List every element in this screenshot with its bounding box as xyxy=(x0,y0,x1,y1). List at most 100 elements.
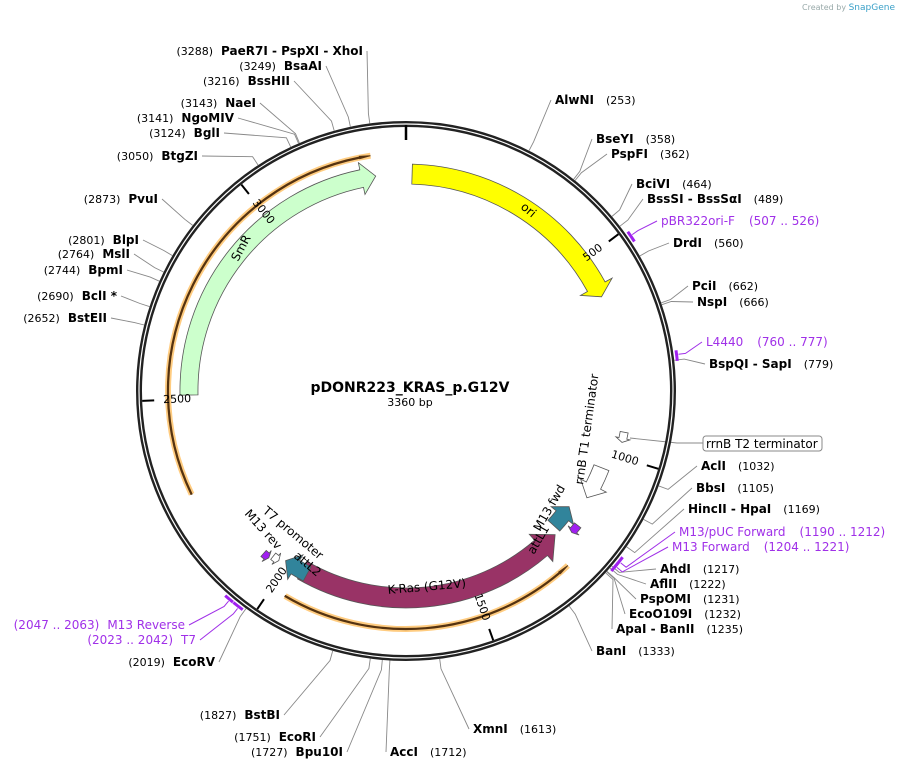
primer-l4440[interactable]: L4440(760 .. 777) xyxy=(674,335,828,362)
site-name: AlwNI xyxy=(555,93,594,107)
site-label[interactable]: NspI(666) xyxy=(697,295,769,309)
site-label[interactable]: (3216)BssHII xyxy=(203,74,290,88)
site-label[interactable]: BspQI - SapI(779) xyxy=(709,357,833,371)
restriction-site[interactable]: (2652)BstEII xyxy=(23,311,145,326)
restriction-site[interactable]: (3288)PaeR7I - PspXI - XhoI xyxy=(176,44,371,124)
site-label[interactable]: (2019)EcoRV xyxy=(128,655,215,669)
feature-m13-rev[interactable] xyxy=(260,549,272,562)
orf-arrow[interactable] xyxy=(284,565,569,631)
site-label[interactable]: BseYI(358) xyxy=(596,132,675,146)
restriction-site[interactable]: AclI(1032) xyxy=(658,459,775,490)
primer-label[interactable]: L4440(760 .. 777) xyxy=(706,335,828,349)
restriction-site[interactable]: NspI(666) xyxy=(661,295,769,309)
site-label[interactable]: (3288)PaeR7I - PspXI - XhoI xyxy=(176,44,363,58)
feature-rrnb-t1-terminator[interactable] xyxy=(579,464,610,499)
restriction-site[interactable]: (2744)BpmI xyxy=(44,263,160,282)
site-label[interactable]: (3050)BtgZI xyxy=(117,149,198,163)
restriction-site[interactable]: XmnI(1613) xyxy=(439,658,557,736)
site-label[interactable]: AccI(1712) xyxy=(390,745,467,759)
feature-rrnb-t2-terminator[interactable] xyxy=(614,431,632,443)
site-label[interactable]: PspOMI(1231) xyxy=(640,592,740,606)
site-label[interactable]: BciVI(464) xyxy=(636,177,712,191)
feature-k-ras-g12v[interactable] xyxy=(296,533,556,609)
site-label[interactable]: (2873)PvuI xyxy=(84,192,158,206)
site-label[interactable]: (3249)BsaAI xyxy=(239,59,322,73)
site-label[interactable]: BbsI(1105) xyxy=(696,481,774,495)
primer-label[interactable]: pBR322ori-F(507 .. 526) xyxy=(661,214,819,228)
site-label[interactable]: HincII - HpaI(1169) xyxy=(688,502,820,516)
restriction-site[interactable]: BbsI(1105) xyxy=(643,481,774,525)
restriction-site[interactable]: (3216)BssHII xyxy=(203,74,335,131)
site-label[interactable]: AhdI(1217) xyxy=(660,562,739,576)
restriction-site[interactable]: BciVI(464) xyxy=(611,177,712,217)
primer-label[interactable]: M13 Forward(1204 .. 1221) xyxy=(672,540,849,554)
site-label[interactable]: (1727)Bpu10I xyxy=(251,745,343,759)
restriction-site[interactable]: (3143)NaeI xyxy=(181,96,300,144)
site-label[interactable]: PspFI(362) xyxy=(611,147,690,161)
site-label[interactable]: EcoO109I(1232) xyxy=(629,607,741,621)
feature-attl2[interactable] xyxy=(285,554,312,582)
restriction-site[interactable]: DrdI(560) xyxy=(639,236,744,257)
primer-m13-puc-forward[interactable]: M13/pUC Forward(1190 .. 1212) xyxy=(613,525,885,569)
restriction-site[interactable]: (2019)EcoRV xyxy=(128,608,247,670)
restriction-site[interactable]: (3124)BglI xyxy=(149,126,292,148)
restriction-site[interactable]: (1727)Bpu10I xyxy=(251,659,383,759)
restriction-site[interactable]: ApaI - BanII(1235) xyxy=(605,572,743,636)
primer-t7[interactable]: (2023 .. 2042)T7 xyxy=(87,601,244,648)
site-label[interactable]: XmnI(1613) xyxy=(473,722,556,736)
restriction-site[interactable]: PciI(662) xyxy=(661,279,758,304)
restriction-site[interactable]: AflII(1222) xyxy=(609,567,726,591)
restriction-site[interactable]: HincII - HpaI(1169) xyxy=(626,502,820,554)
primer-pbr322ori-f[interactable]: pBR322ori-F(507 .. 526) xyxy=(626,214,820,243)
restriction-site[interactable]: (2873)PvuI xyxy=(84,192,193,226)
restriction-site[interactable]: BspQI - SapI(779) xyxy=(674,357,833,371)
feature-smr[interactable] xyxy=(179,161,377,396)
site-label[interactable]: (1751)EcoRI xyxy=(234,730,316,744)
restriction-site[interactable]: PspFI(362) xyxy=(574,147,690,181)
site-label[interactable]: (3141)NgoMIV xyxy=(137,111,235,125)
feature-attl1[interactable] xyxy=(547,506,575,532)
primer-m13-forward[interactable]: M13 Forward(1204 .. 1221) xyxy=(610,540,849,573)
site-label[interactable]: (2652)BstEII xyxy=(23,311,107,325)
feature-m13-fwd[interactable] xyxy=(567,522,582,536)
site-label[interactable]: (2744)BpmI xyxy=(44,263,123,277)
site-label[interactable]: DrdI(560) xyxy=(673,236,744,250)
site-label[interactable]: BanI(1333) xyxy=(596,644,675,658)
restriction-site[interactable]: (3249)BsaAI xyxy=(239,59,351,127)
primer-m13-reverse[interactable]: (2047 .. 2063)M13 Reverse xyxy=(14,594,234,632)
restriction-site[interactable]: (2764)MslI xyxy=(58,247,164,273)
primer-label[interactable]: M13/pUC Forward(1190 .. 1212) xyxy=(679,525,885,539)
restriction-site[interactable]: BanI(1333) xyxy=(568,605,675,658)
restriction-site[interactable]: BssSI - BssSαI(489) xyxy=(619,192,783,227)
site-label[interactable]: (2801)BlpI xyxy=(68,233,139,247)
restriction-site[interactable]: PspOMI(1231) xyxy=(606,570,740,606)
restriction-site[interactable]: (1827)BstBI xyxy=(200,650,334,722)
restriction-site[interactable]: (3050)BtgZI xyxy=(117,149,259,166)
site-label[interactable]: PciI(662) xyxy=(692,279,758,293)
site-label[interactable]: (3143)NaeI xyxy=(181,96,256,110)
primer-label[interactable]: (2023 .. 2042)T7 xyxy=(87,633,196,647)
restriction-site[interactable]: AccI(1712) xyxy=(385,660,467,760)
feature-t7-promoter[interactable] xyxy=(270,552,282,565)
site-label[interactable]: (2764)MslI xyxy=(58,247,130,261)
primer-label[interactable]: (2047 .. 2063)M13 Reverse xyxy=(14,618,185,632)
site-label[interactable]: AflII(1222) xyxy=(650,577,726,591)
restriction-site[interactable]: EcoO109I(1232) xyxy=(606,571,741,621)
feature-ori[interactable] xyxy=(411,163,614,298)
backbone-ring xyxy=(136,121,676,661)
orf-arrow[interactable] xyxy=(166,155,371,496)
site-label[interactable]: (2690)BclI * xyxy=(37,289,118,303)
site-label[interactable]: AlwNI(253) xyxy=(555,93,636,107)
restriction-site[interactable]: (2801)BlpI xyxy=(68,233,173,256)
restriction-site[interactable]: AlwNI(253) xyxy=(528,93,636,151)
restriction-site[interactable]: AhdI(1217) xyxy=(611,562,740,576)
restriction-site[interactable]: (3141)NgoMIV xyxy=(137,111,299,144)
site-label[interactable]: BssSI - BssSαI(489) xyxy=(647,192,783,206)
site-label[interactable]: (3124)BglI xyxy=(149,126,220,140)
restriction-site[interactable]: BseYI(358) xyxy=(573,132,676,180)
restriction-site[interactable]: (1751)EcoRI xyxy=(234,658,371,744)
site-label[interactable]: AclI(1032) xyxy=(701,459,775,473)
restriction-site[interactable]: (2690)BclI * xyxy=(37,289,150,308)
site-label[interactable]: (1827)BstBI xyxy=(200,708,280,722)
site-label[interactable]: ApaI - BanII(1235) xyxy=(616,622,743,636)
